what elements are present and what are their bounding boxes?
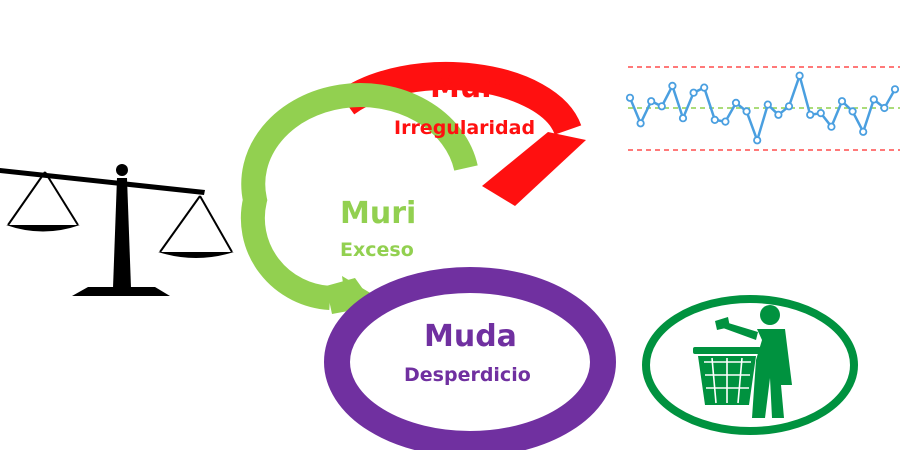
control-chart-point: [784, 102, 794, 111]
muda-cycle-ring: [324, 267, 616, 450]
control-chart-icon: [625, 66, 900, 151]
control-chart-point: [774, 110, 783, 119]
control-chart-point: [700, 83, 709, 92]
control-chart-point: [816, 109, 825, 118]
control-chart-point: [689, 88, 698, 97]
control-chart-point: [721, 117, 730, 126]
balance-scale-icon: [0, 164, 234, 296]
control-chart-point: [806, 110, 815, 119]
mura-subtitle: Irregularidad: [394, 117, 536, 139]
control-chart-point: [625, 93, 635, 102]
control-chart-point: [837, 97, 847, 106]
control-chart-point: [848, 107, 857, 116]
muri-subtitle: Exceso: [340, 239, 414, 261]
control-chart-point: [710, 115, 719, 125]
mura-title: Mura: [430, 70, 517, 105]
control-chart-point: [636, 119, 645, 128]
control-chart-point: [678, 114, 688, 123]
control-chart-point: [880, 103, 889, 113]
control-chart-point: [827, 122, 836, 131]
control-chart-point: [753, 136, 762, 145]
control-chart-point: [859, 127, 868, 136]
muda-subtitle: Desperdicio: [404, 364, 531, 386]
control-chart-point: [647, 97, 656, 106]
control-chart-point: [668, 81, 677, 91]
muri-title: Muri: [340, 196, 417, 231]
control-chart-point: [795, 71, 804, 80]
control-chart-point: [742, 107, 751, 116]
control-chart-point: [763, 100, 772, 109]
muda-title: Muda: [424, 319, 517, 354]
control-chart-point: [869, 95, 878, 104]
control-chart-point: [731, 98, 741, 108]
trash-bin-icon: [642, 295, 858, 435]
control-chart-point: [890, 85, 900, 94]
control-chart-point: [657, 102, 666, 111]
